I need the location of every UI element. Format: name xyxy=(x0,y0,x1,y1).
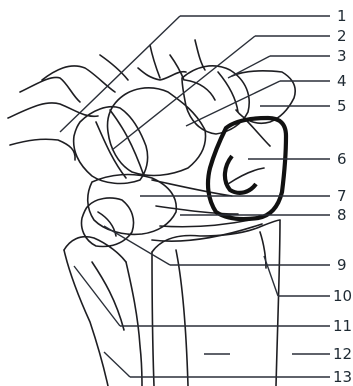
radius-left-edge xyxy=(64,250,108,386)
label-5: 5 xyxy=(337,97,347,115)
ulna-left-edge xyxy=(152,252,154,386)
carpal-arc-upper xyxy=(152,180,232,196)
label-9: 9 xyxy=(337,256,347,274)
metacarpal-line-5 xyxy=(100,55,128,80)
highlighted-bone-crease xyxy=(228,168,264,184)
metacarpal-line-9 xyxy=(195,40,205,70)
leader-1-diag xyxy=(60,16,180,132)
ulna-inner-contour xyxy=(176,250,188,386)
label-8: 8 xyxy=(337,206,347,224)
ulna-right-edge xyxy=(276,220,280,386)
label-4: 4 xyxy=(337,72,347,90)
leader-3-diag xyxy=(228,56,270,78)
label-11: 11 xyxy=(333,317,352,335)
radius-right-edge xyxy=(126,262,142,386)
trapezoid-inner xyxy=(110,110,144,176)
leader-11-diag xyxy=(74,266,120,326)
label-10: 10 xyxy=(333,287,352,305)
capitate-inner xyxy=(96,122,126,178)
radius-head xyxy=(64,237,126,262)
triquetrum-outline xyxy=(232,71,295,123)
capitate-outline xyxy=(107,88,205,176)
label-13: 13 xyxy=(333,368,352,386)
carpal-arc-middle xyxy=(156,206,238,214)
metacarpal-line-10 xyxy=(185,80,215,100)
metacarpal-line-2 xyxy=(10,139,75,160)
label-2: 2 xyxy=(337,27,347,45)
label-7: 7 xyxy=(337,187,347,205)
bone-outlines xyxy=(8,40,295,386)
lunate-inner xyxy=(98,212,116,236)
ulna-styloid xyxy=(260,232,266,268)
metacarpal-line-3 xyxy=(20,77,80,102)
metacarpal-line-7 xyxy=(150,45,160,78)
metacarpal-line-4 xyxy=(42,66,115,92)
label-6: 6 xyxy=(337,150,347,168)
leader-10-diag xyxy=(264,256,278,296)
metacarpal-line-1 xyxy=(8,103,98,118)
label-3: 3 xyxy=(337,47,347,65)
carpal-arc-lower xyxy=(160,220,250,227)
label-12: 12 xyxy=(333,345,352,363)
leader-2-diag xyxy=(112,36,255,150)
highlighted-bone-hook xyxy=(225,156,256,193)
leader-13-diag xyxy=(104,352,130,377)
number-labels: 1 2 3 4 5 6 7 8 9 10 11 12 13 xyxy=(333,7,352,386)
metacarpal-line-8 xyxy=(170,55,184,80)
label-1: 1 xyxy=(337,7,347,25)
